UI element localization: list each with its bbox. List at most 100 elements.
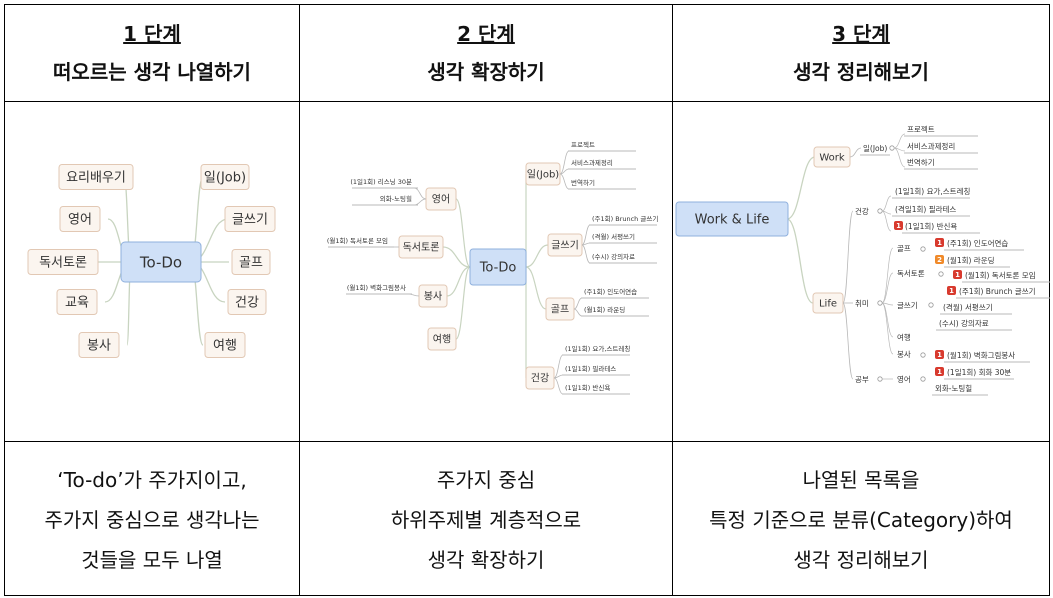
branch-topic: 글쓰기 (551, 240, 579, 252)
connector-line (881, 210, 892, 232)
branch-topic: 영어 (68, 213, 92, 228)
leaf-label: (1일1회) 반신욕 (565, 383, 610, 392)
mindmap-organized: Work & LifeWorkLife일(Job)프로젝트서비스과제정리번역하기… (675, 124, 1050, 396)
branch-topic: 영어 (432, 194, 450, 206)
connector-line (881, 247, 894, 304)
step-label: 2 단계 (457, 22, 515, 46)
subtopic-label: 건강 (855, 206, 869, 216)
branch-topic: 독서토론 (403, 242, 440, 254)
priority-badge-icon (935, 255, 944, 264)
branch-topic: 요리배우기 (66, 171, 126, 186)
header-step-1: 1 단계 떠오르는 생각 나열하기 (5, 5, 299, 101)
connector-line (849, 147, 862, 158)
leaf-label: 프로젝트 (571, 140, 595, 149)
branch-topic: 건강 (531, 373, 549, 385)
branch-topic-work: Work (819, 153, 845, 164)
connector-line (413, 198, 427, 206)
leaf-label: (수시) 강의자료 (939, 318, 989, 328)
subtopic-label: 글쓰기 (897, 301, 918, 310)
connector-line (842, 302, 854, 380)
branch-topic: 독서토론 (39, 256, 87, 271)
leaf-label: 번역하기 (571, 178, 595, 187)
mindmap-steps-table: 1 단계 떠오르는 생각 나열하기 2 단계 생각 확장하기 3 단계 생각 정… (4, 4, 1050, 596)
priority-badge-number: 1 (937, 239, 942, 247)
desc-line: 하위주제별 계층적으로 (390, 507, 582, 532)
description-step-1: ‘To-do’가 주가지이고, 주가지 중심으로 생각나는 것들을 모두 나열 (5, 443, 299, 596)
desc-line: 것들을 모두 나열 (81, 547, 223, 572)
connector-line (559, 168, 570, 175)
connector-line (881, 302, 894, 338)
connector-line (881, 302, 894, 355)
connector-line (581, 224, 591, 246)
row-divider (5, 441, 1049, 442)
branch-topic-box (227, 289, 267, 315)
leaf-label: 서비스과제정리 (907, 141, 955, 151)
step-title: 생각 정리해보기 (793, 60, 929, 84)
connector-line (525, 266, 547, 310)
subtopic-label: 공부 (855, 375, 869, 384)
priority-badge-number: 1 (949, 287, 954, 295)
branch-topic: 봉사 (424, 291, 442, 303)
branch-topic: 여행 (433, 334, 451, 346)
branch-topic-box (200, 164, 250, 190)
subtopic-label: 여행 (897, 332, 911, 342)
connector-line (881, 195, 892, 212)
connector-line (559, 173, 570, 190)
priority-badge-icon (935, 238, 944, 247)
connector-line (786, 218, 814, 304)
leaf-label: (격일1회) 필라테스 (895, 204, 956, 214)
central-topic-box (469, 248, 527, 286)
connector-line (413, 187, 427, 200)
subtopic-label: 독서토론 (897, 269, 925, 278)
connector-line (553, 354, 564, 379)
connector-line (525, 244, 549, 268)
step-title: 떠오르는 생각 나열하기 (53, 60, 251, 84)
desc-line: 특정 기준으로 분류(Category)하여 (709, 507, 1013, 532)
branch-topic: 교육 (65, 296, 89, 311)
leaf-label: 외화-노팅힐 (380, 194, 412, 203)
header-step-2: 2 단계 생각 확장하기 (300, 5, 672, 101)
collapse-dot-icon (877, 376, 883, 382)
central-topic: To-Do (139, 253, 182, 271)
central-topic-box (120, 241, 202, 283)
leaf-label: 서비스과제정리 (571, 158, 613, 167)
leaf-label: (주1회) 인도어연습 (584, 287, 637, 296)
priority-badge-icon (953, 270, 962, 279)
connector-line (573, 308, 583, 317)
branch-topic: 봉사 (87, 339, 111, 354)
leaf-label: (주1회) 인도어연습 (947, 238, 1008, 248)
leaf-label: (수시) 강의자료 (592, 252, 635, 261)
branch-topic: 골프 (551, 304, 569, 316)
priority-badge-number: 2 (937, 256, 942, 264)
branch-topic: 골프 (239, 256, 263, 271)
leaf-label: (격월) 서평쓰기 (592, 232, 635, 241)
connector-line (442, 246, 471, 268)
leaf-label: (1일1회) 필라테스 (565, 364, 616, 373)
branch-topic-box (27, 249, 99, 275)
connector-line (881, 302, 894, 306)
branch-topic: 글쓰기 (232, 213, 268, 228)
leaf-label: 번역하기 (907, 157, 935, 167)
desc-line: 생각 정리해보기 (793, 547, 929, 572)
priority-badge-icon (935, 367, 944, 376)
connector-line (842, 210, 854, 304)
desc-line: 주가지 중심 (436, 467, 536, 492)
connector-line (881, 272, 894, 304)
column-divider (672, 5, 673, 595)
leaf-label: (월1회) 벽화그림봉사 (347, 283, 406, 292)
connector-line (573, 297, 583, 310)
description-step-3: 나열된 목록을 특정 기준으로 분류(Category)하여 생각 정리해보기 (673, 443, 1049, 596)
leaf-label: (1일1회) 요가,스트레칭 (565, 344, 630, 353)
branch-topic-box (59, 206, 101, 232)
desc-line: 나열된 목록을 (802, 467, 920, 492)
priority-badge-icon (947, 286, 956, 295)
leaf-label: (1일1회) 회화 30분 (947, 368, 1011, 377)
branch-topic-box (204, 332, 246, 358)
connector-line (893, 133, 906, 149)
priority-badge-number: 1 (955, 271, 960, 279)
branch-topic: 일(Job) (204, 171, 246, 186)
priority-badge-number: 1 (896, 222, 901, 230)
